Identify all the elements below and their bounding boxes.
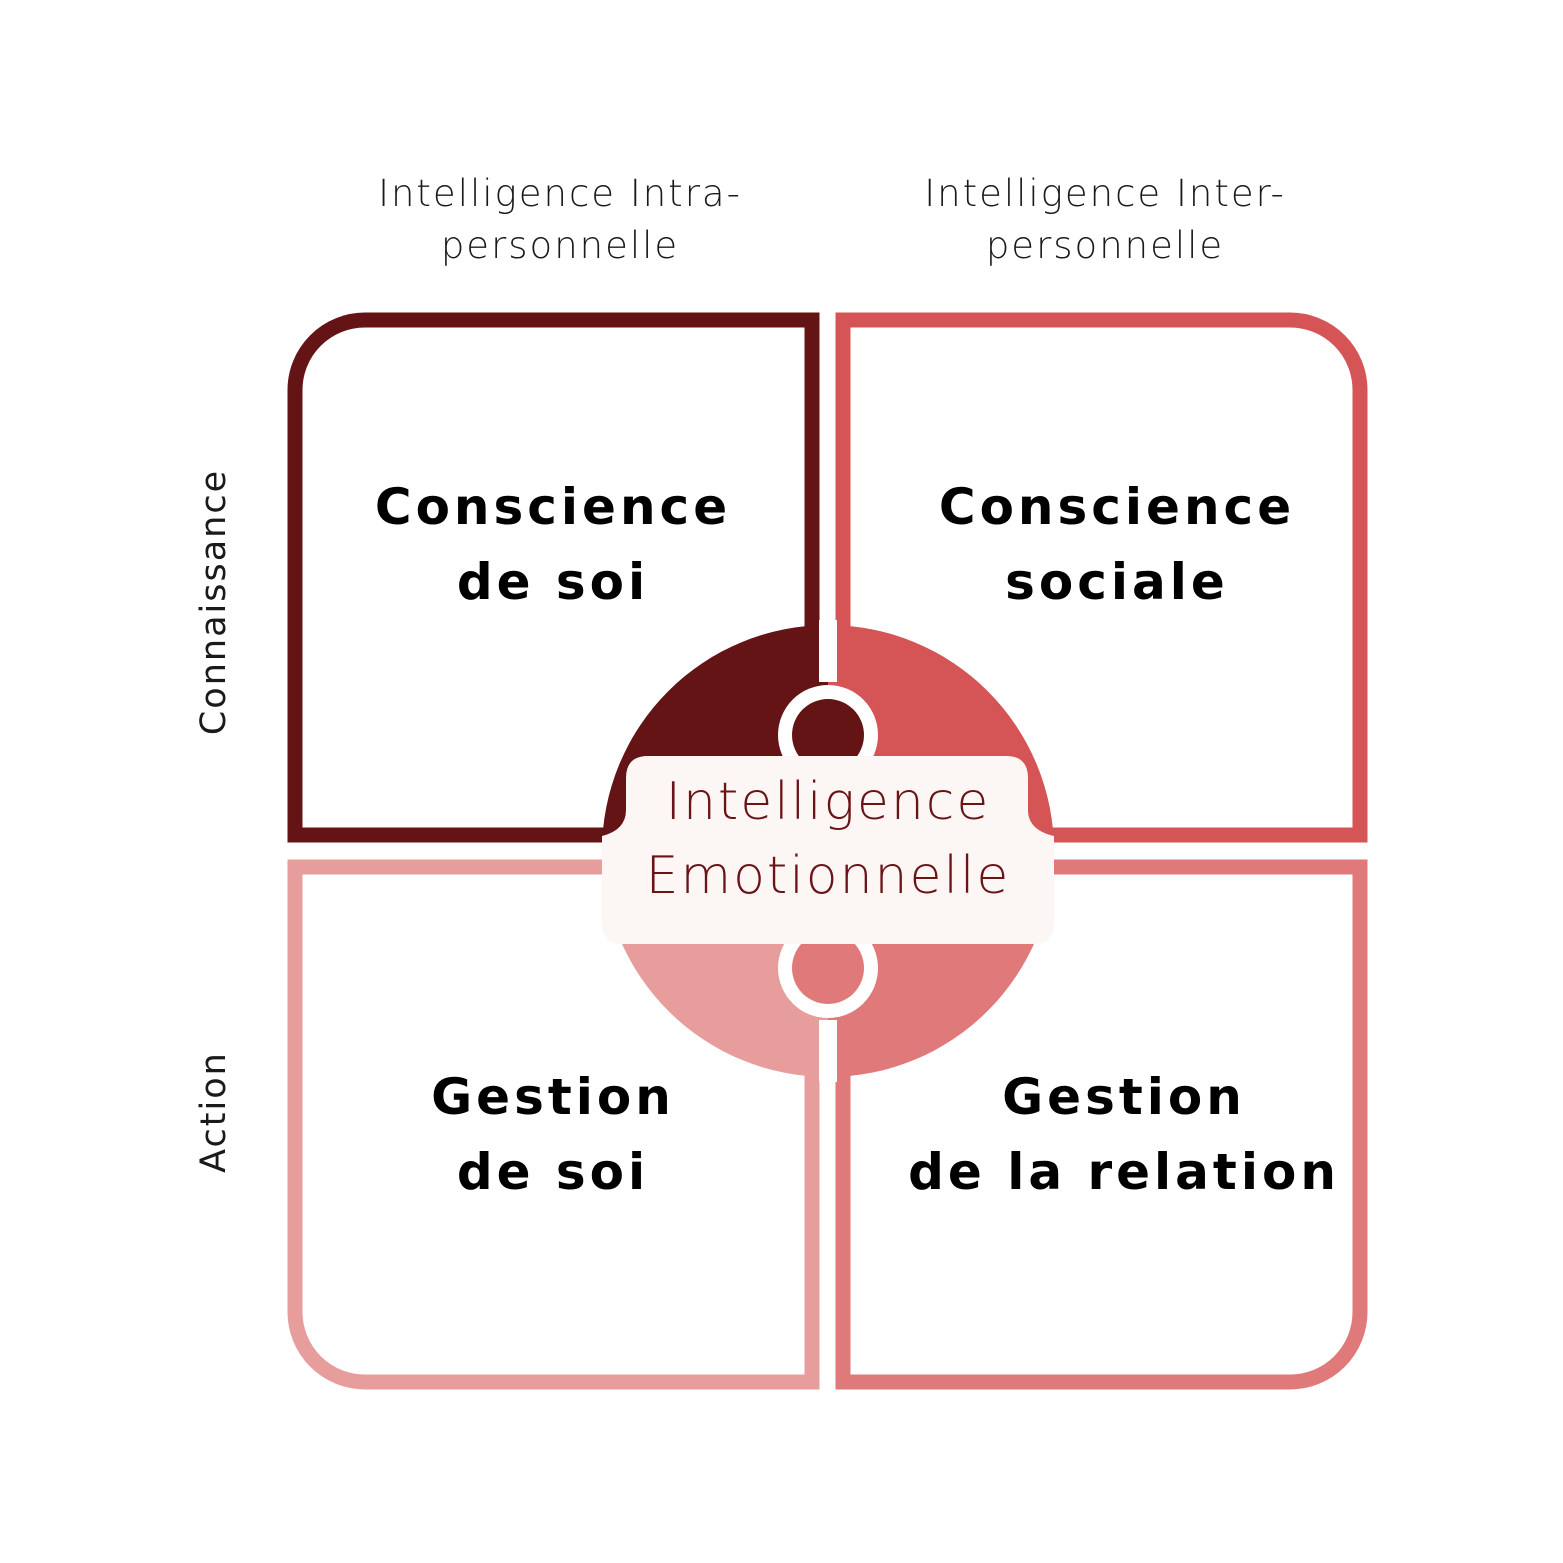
column-header-intrapersonal: Intelligence Intra- personnelle — [320, 168, 800, 272]
column-header-interpersonal: Intelligence Inter- personnelle — [865, 168, 1345, 272]
quadrant-label-gestion-de-soi: Gestion de soi — [313, 1060, 793, 1210]
column-header-intrapersonal-line2: personnelle — [440, 224, 680, 267]
quadrant-label-line: de la relation — [908, 1143, 1340, 1201]
circle-gap-vertical-top — [819, 620, 837, 682]
quadrant-frame-bottom-right — [835, 859, 1368, 1390]
quadrant-label-line: Conscience — [938, 478, 1296, 536]
quadrant-frame-top-left — [287, 312, 820, 843]
column-header-intrapersonal-line1: Intelligence Intra- — [378, 172, 742, 215]
column-header-interpersonal-line1: Intelligence Inter- — [924, 172, 1286, 215]
row-header-action: Action — [194, 1051, 234, 1173]
quadrant-label-line: Gestion — [431, 1068, 675, 1126]
puzzle-knob-top-inner — [792, 699, 864, 771]
puzzle-knob-bottom-inner — [792, 932, 864, 1004]
center-label-box — [602, 756, 1054, 944]
column-header-interpersonal-line2: personnelle — [985, 224, 1225, 267]
quadrant-label-gestion-de-la-relation: Gestion de la relation — [884, 1060, 1364, 1210]
quadrant-label-conscience-de-soi: Conscience de soi — [313, 470, 793, 620]
quadrant-label-line: Gestion — [1002, 1068, 1246, 1126]
quadrant-label-line: de soi — [456, 1143, 650, 1201]
circle-gap-vertical-bottom — [819, 1020, 837, 1082]
quadrant-label-conscience-sociale: Conscience sociale — [877, 470, 1357, 620]
quadrant-label-line: de soi — [456, 553, 650, 611]
quadrant-frame-top-right — [835, 312, 1368, 843]
row-header-connaissance: Connaissance — [194, 468, 234, 736]
quadrant-label-line: Conscience — [374, 478, 732, 536]
quadrant-label-line: sociale — [1005, 553, 1229, 611]
quadrant-frame-bottom-left — [287, 859, 820, 1390]
center-title-line1: Intelligence — [665, 772, 991, 832]
center-title-line2: Emotionnelle — [645, 846, 1011, 906]
